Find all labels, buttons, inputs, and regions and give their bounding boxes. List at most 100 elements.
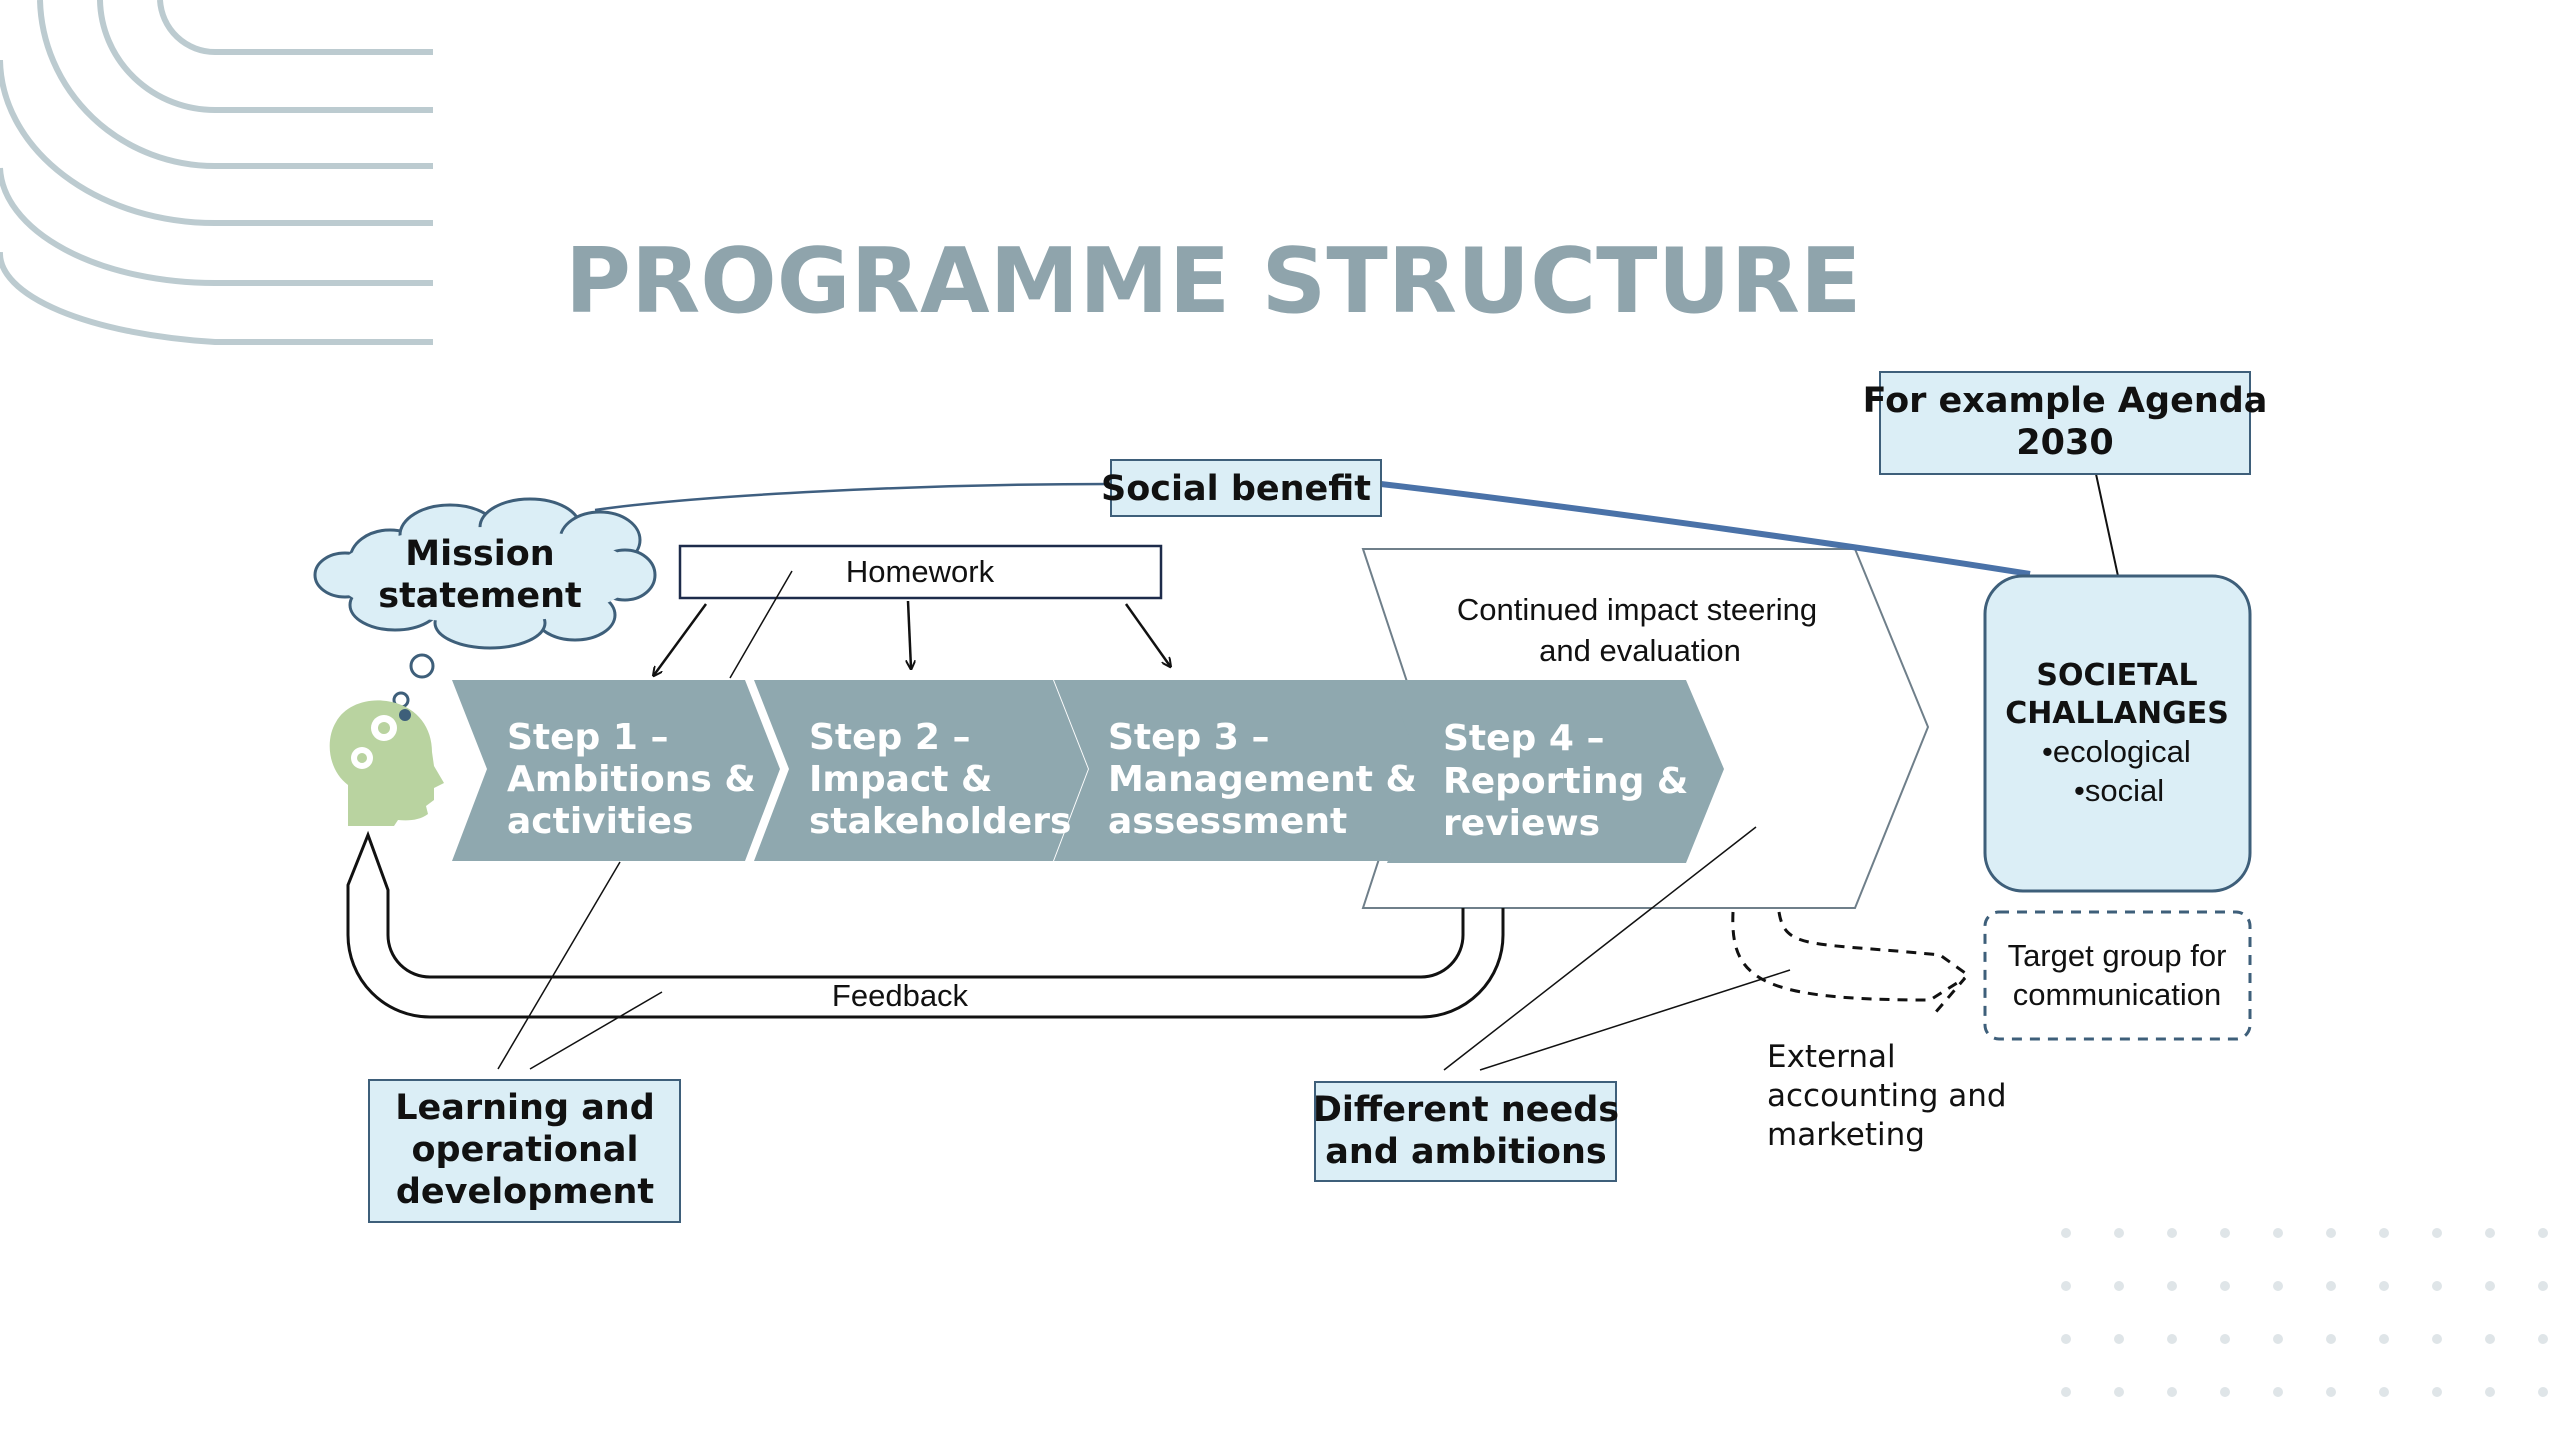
needs-box <box>1314 1081 1617 1182</box>
step-2-chevron[interactable] <box>754 680 1088 861</box>
step-1-line2: Ambitions & <box>507 759 756 800</box>
decor-dot <box>2379 1334 2389 1344</box>
decor-dot <box>2220 1281 2230 1291</box>
decor-dot <box>2326 1387 2336 1397</box>
homework-arrow-step3 <box>1124 603 1170 666</box>
social-benefit-label: Social benefit <box>1101 469 1371 509</box>
thought-cloud-icon <box>313 497 657 709</box>
step-3-line3: assessment <box>1108 801 1347 842</box>
learning-line3: development <box>396 1172 654 1212</box>
homework-to-step1-line <box>729 570 793 679</box>
decor-dot <box>2220 1387 2230 1397</box>
social-benefit-link-left <box>594 482 1112 512</box>
external-line2: accounting and <box>1767 1078 2007 1114</box>
step-3-chevron[interactable] <box>1054 680 1423 861</box>
social-benefit-link-right <box>1380 481 2031 577</box>
continued-impact-line1: Continued impact steering <box>1457 592 1817 627</box>
step-4-chevron[interactable] <box>1387 680 1724 863</box>
decorative-dots <box>2061 1228 2548 1397</box>
step-4-line1: Step 4 – <box>1443 718 1604 759</box>
decor-dot <box>2061 1334 2071 1344</box>
decor-dot <box>2538 1281 2548 1291</box>
learning-link-2 <box>529 991 663 1070</box>
decor-dot <box>2538 1387 2548 1397</box>
homework-arrow-step1 <box>654 603 708 675</box>
target-group-line1: Target group for <box>2008 938 2227 973</box>
decor-dot <box>2432 1334 2442 1344</box>
decor-dot <box>2167 1228 2177 1238</box>
decor-dot <box>2167 1281 2177 1291</box>
decor-dot <box>2273 1281 2283 1291</box>
continued-impact-line2: and evaluation <box>1539 633 1741 668</box>
steps: Step 1 – Ambitions & activities Step 2 –… <box>452 680 1724 863</box>
agenda-link <box>2095 473 2119 577</box>
decorative-arcs <box>0 0 433 345</box>
external-line1: External <box>1767 1039 1896 1075</box>
societal-line1: SOCIETAL <box>2036 658 2197 693</box>
target-group-box <box>1983 910 2252 1041</box>
feedback-loop-outer <box>346 830 1505 1019</box>
step-2-line2: Impact & <box>809 759 992 800</box>
needs-line2: and ambitions <box>1325 1132 1606 1172</box>
decor-dot <box>2061 1228 2071 1238</box>
decor-dot <box>2432 1387 2442 1397</box>
decor-dot <box>2326 1281 2336 1291</box>
agenda-box <box>1879 371 2251 475</box>
homework-box <box>678 544 1163 600</box>
social-benefit-box <box>1110 459 1382 517</box>
homework-label: Homework <box>846 554 995 589</box>
needs-link-2 <box>1479 969 1791 1071</box>
step-3-line2: Management & <box>1108 759 1417 800</box>
decor-dot <box>2114 1281 2124 1291</box>
decor-dot <box>2114 1334 2124 1344</box>
needs-link-1 <box>1443 826 1757 1071</box>
step-4-line3: reviews <box>1443 803 1600 844</box>
head-with-gears-icon <box>329 700 444 826</box>
step-1-line1: Step 1 – <box>507 717 668 758</box>
decor-dot <box>2273 1387 2283 1397</box>
decor-dot <box>2379 1281 2389 1291</box>
decor-dot <box>2326 1334 2336 1344</box>
agenda-line1: For example Agenda <box>1863 381 2268 421</box>
decor-dot <box>2061 1281 2071 1291</box>
decor-dot <box>2485 1228 2495 1238</box>
decor-dot <box>2114 1387 2124 1397</box>
step-1-line3: activities <box>507 801 693 842</box>
learning-link-1 <box>497 861 621 1070</box>
agenda-line2: 2030 <box>2016 423 2113 463</box>
societal-bullet1: •ecological <box>2042 734 2191 769</box>
learning-line2: operational <box>411 1130 638 1170</box>
decor-dot <box>2273 1334 2283 1344</box>
external-line3: marketing <box>1767 1117 1925 1153</box>
target-group-line2: communication <box>2013 977 2221 1012</box>
decor-dot <box>2379 1228 2389 1238</box>
decor-dot <box>2485 1334 2495 1344</box>
step-2-line1: Step 2 – <box>809 717 970 758</box>
feedback-label: Feedback <box>832 978 969 1013</box>
dashed-link-lower <box>1731 911 1967 1014</box>
decor-dot <box>2273 1228 2283 1238</box>
societal-bullet2: •social <box>2074 773 2164 808</box>
decor-dot <box>2326 1228 2336 1238</box>
learning-line1: Learning and <box>395 1088 655 1128</box>
page-title: PROGRAMME STRUCTURE <box>565 229 1861 334</box>
decor-dot <box>2538 1228 2548 1238</box>
step-2-line3: stakeholders <box>809 801 1071 842</box>
decor-dot <box>2485 1281 2495 1291</box>
step-1-chevron[interactable] <box>452 680 780 861</box>
step-3-line1: Step 3 – <box>1108 717 1269 758</box>
needs-line1: Different needs <box>1313 1090 1619 1130</box>
mission-statement-line2: statement <box>378 576 582 616</box>
decor-dot <box>2220 1334 2230 1344</box>
decor-dot <box>2432 1281 2442 1291</box>
decor-dot <box>2061 1387 2071 1397</box>
decor-dot <box>2485 1387 2495 1397</box>
societal-line2: CHALLANGES <box>2005 696 2229 731</box>
decor-dot <box>2114 1228 2124 1238</box>
learning-box <box>368 1079 681 1223</box>
homework-arrow-step2 <box>908 600 911 668</box>
dashed-link-upper <box>1777 911 1969 977</box>
mission-statement-line1: Mission <box>405 534 554 574</box>
